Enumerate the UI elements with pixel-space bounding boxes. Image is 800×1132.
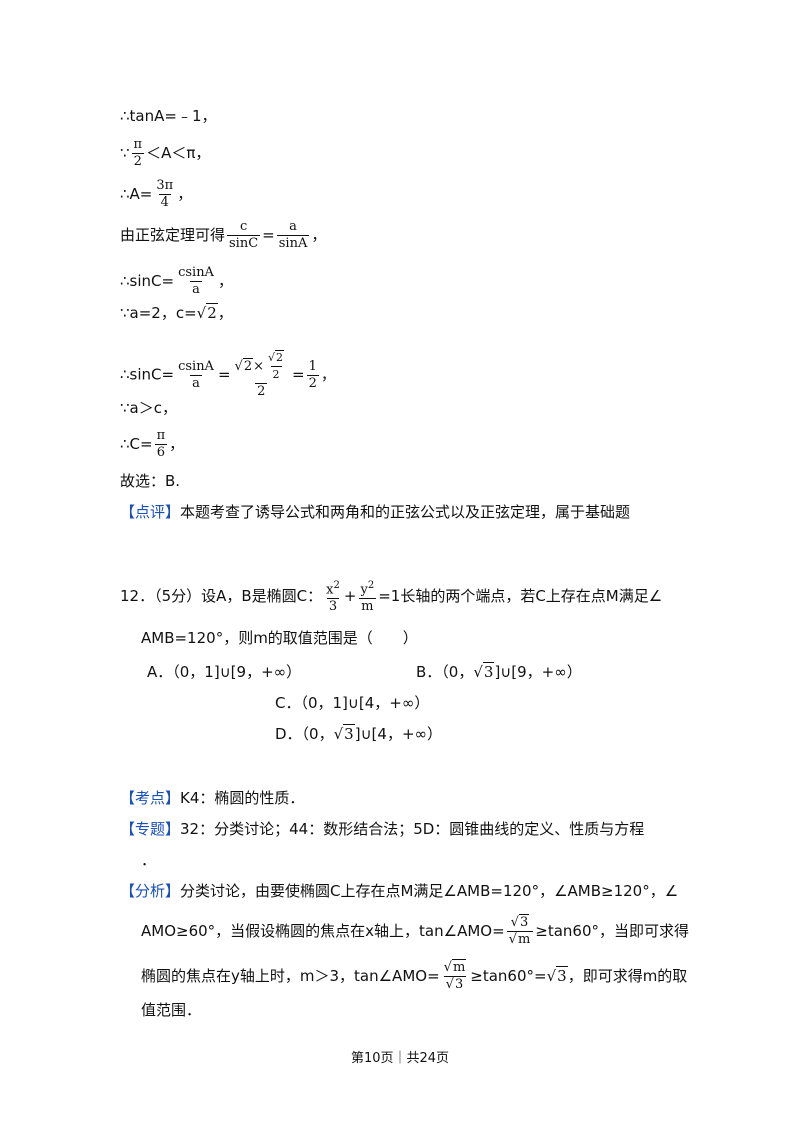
- fraction-sqrtm-over-sqrt3: √m√3: [443, 959, 467, 992]
- question-12-line-2: AMB=120°，则m的取值范围是（ ）: [141, 629, 418, 647]
- sqrt-2: √2: [196, 303, 218, 322]
- fenxi-text-1: 分类讨论，由要使椭圆C上存在点M满足∠AMB=120°，∠AMB≥120°，∠: [180, 882, 679, 900]
- option-b[interactable]: B．（0，√3]∪[9，+∞）: [416, 662, 582, 681]
- because-symbol: ∵: [120, 144, 130, 162]
- inequality-text: ＜A＜π，: [146, 144, 211, 162]
- fenxi-line-3: 椭圆的焦点在y轴上时，m＞3，tan∠AMO=√m√3≥tan60°=√3，即可…: [141, 959, 688, 992]
- fenxi-line-4: 值范围．: [141, 1001, 202, 1019]
- fenxi-tag: 【分析】: [120, 882, 181, 900]
- option-c[interactable]: C．（0，1]∪[4，+∞）: [275, 694, 430, 712]
- kaodian-line: 【考点】K4：椭圆的性质．: [120, 788, 304, 808]
- fraction-sqrt3-over-sqrtm: √3√m: [506, 914, 534, 948]
- zhuanti-text: 32：分类讨论；44：数形结合法；5D：圆锥曲线的定义、性质与方程: [180, 820, 645, 838]
- option-a[interactable]: A．（0，1]∪[9，+∞）: [147, 663, 302, 681]
- kaodian-tag: 【考点】: [120, 789, 181, 807]
- solution-line-10: 故选：B.: [120, 472, 181, 490]
- fenxi-line-1: 【分析】分类讨论，由要使椭圆C上存在点M满足∠AMB=120°，∠AMB≥120…: [120, 881, 678, 901]
- solution-line-6: ∵a=2，c=√2，: [120, 303, 233, 322]
- solution-line-8: ∵a＞c，: [120, 399, 177, 417]
- page-footer: 第10页｜共24页: [350, 1051, 450, 1066]
- sqrt-3: √3: [546, 966, 568, 985]
- option-d[interactable]: D．（0，√3]∪[4，+∞）: [275, 724, 443, 743]
- zhuanti-line: 【专题】32：分类讨论；44：数形结合法；5D：圆锥曲线的定义、性质与方程: [120, 819, 644, 839]
- fenxi-line-2: AMO≥60°，当假设椭圆的焦点在x轴上，tan∠AMO=√3√m≥tan60°…: [141, 914, 690, 948]
- review-line: 【点评】本题考查了诱导公式和两角和的正弦公式以及正弦定理，属于基础题: [120, 502, 630, 522]
- zhuanti-tag: 【专题】: [120, 820, 181, 838]
- review-tag: 【点评】: [120, 503, 181, 521]
- solution-line-1: ∴tanA=﹣1，: [120, 107, 217, 125]
- question-number: 12．（5分）设A，B是椭圆C：: [120, 587, 323, 606]
- zhuanti-continuation: ．: [141, 851, 157, 869]
- review-text: 本题考查了诱导公式和两角和的正弦公式以及正弦定理，属于基础题: [180, 503, 631, 521]
- kaodian-text: K4：椭圆的性质．: [180, 789, 305, 807]
